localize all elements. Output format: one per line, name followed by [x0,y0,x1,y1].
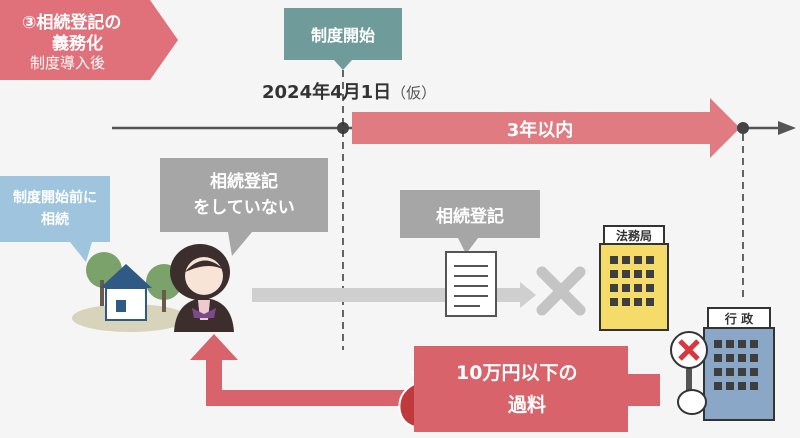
cross-icon [536,266,586,316]
legal-office-label: 法務局 [616,228,652,243]
register-bubble-tail [458,238,478,254]
timeline-start-dot [337,122,349,134]
document-icon [445,251,497,317]
not-registered-bubble: 相続登記 をしていない [160,158,328,232]
title-tag-shape [0,0,178,80]
not-registered-line-2: をしていない [193,198,295,218]
not-registered-line-1: 相続登記 [210,172,278,192]
inherited-before-line-1: 制度開始前に [13,190,97,206]
person-icon [170,244,234,332]
inherited-before-line-2: 相続 [41,212,69,228]
title-line-3: 制度導入後 [30,54,106,72]
government-label: 行 政 [724,311,754,326]
prohibition-sign-icon [670,331,708,415]
start-date: 2024年4月1日（仮） [262,78,436,104]
period-arrow [352,98,740,158]
timeline-end-dot [737,122,749,134]
left-bubble-tail [70,242,92,262]
legal-office-building-icon [599,225,669,331]
fine-label: 過料 [508,394,547,416]
fine-box: 10万円以下の 過料 [414,346,628,432]
start-label: 制度開始 [310,26,375,45]
registration-label: 相続登記 [436,206,504,227]
person-bubble-tail [228,232,252,256]
house-icon [72,252,188,332]
title-line-1: ③相続登記の [22,13,122,33]
timeline-arrowhead [778,121,796,135]
inherited-before-bubble: 制度開始前に 相続 [0,176,110,242]
start-box-pointer [334,60,352,70]
start-label-box: 制度開始 [284,8,402,60]
registration-bubble: 相続登記 [400,190,540,238]
section-title-tag: ③相続登記の 義務化 制度導入後 [0,0,178,80]
fine-amount: 10万円以下の [456,362,578,384]
title-line-2: 義務化 [52,34,103,54]
start-date-note: （仮） [391,84,437,102]
period-label: 3年以内 [507,119,574,141]
government-building-icon [703,307,775,421]
start-date-value: 2024年4月1日 [262,82,392,103]
